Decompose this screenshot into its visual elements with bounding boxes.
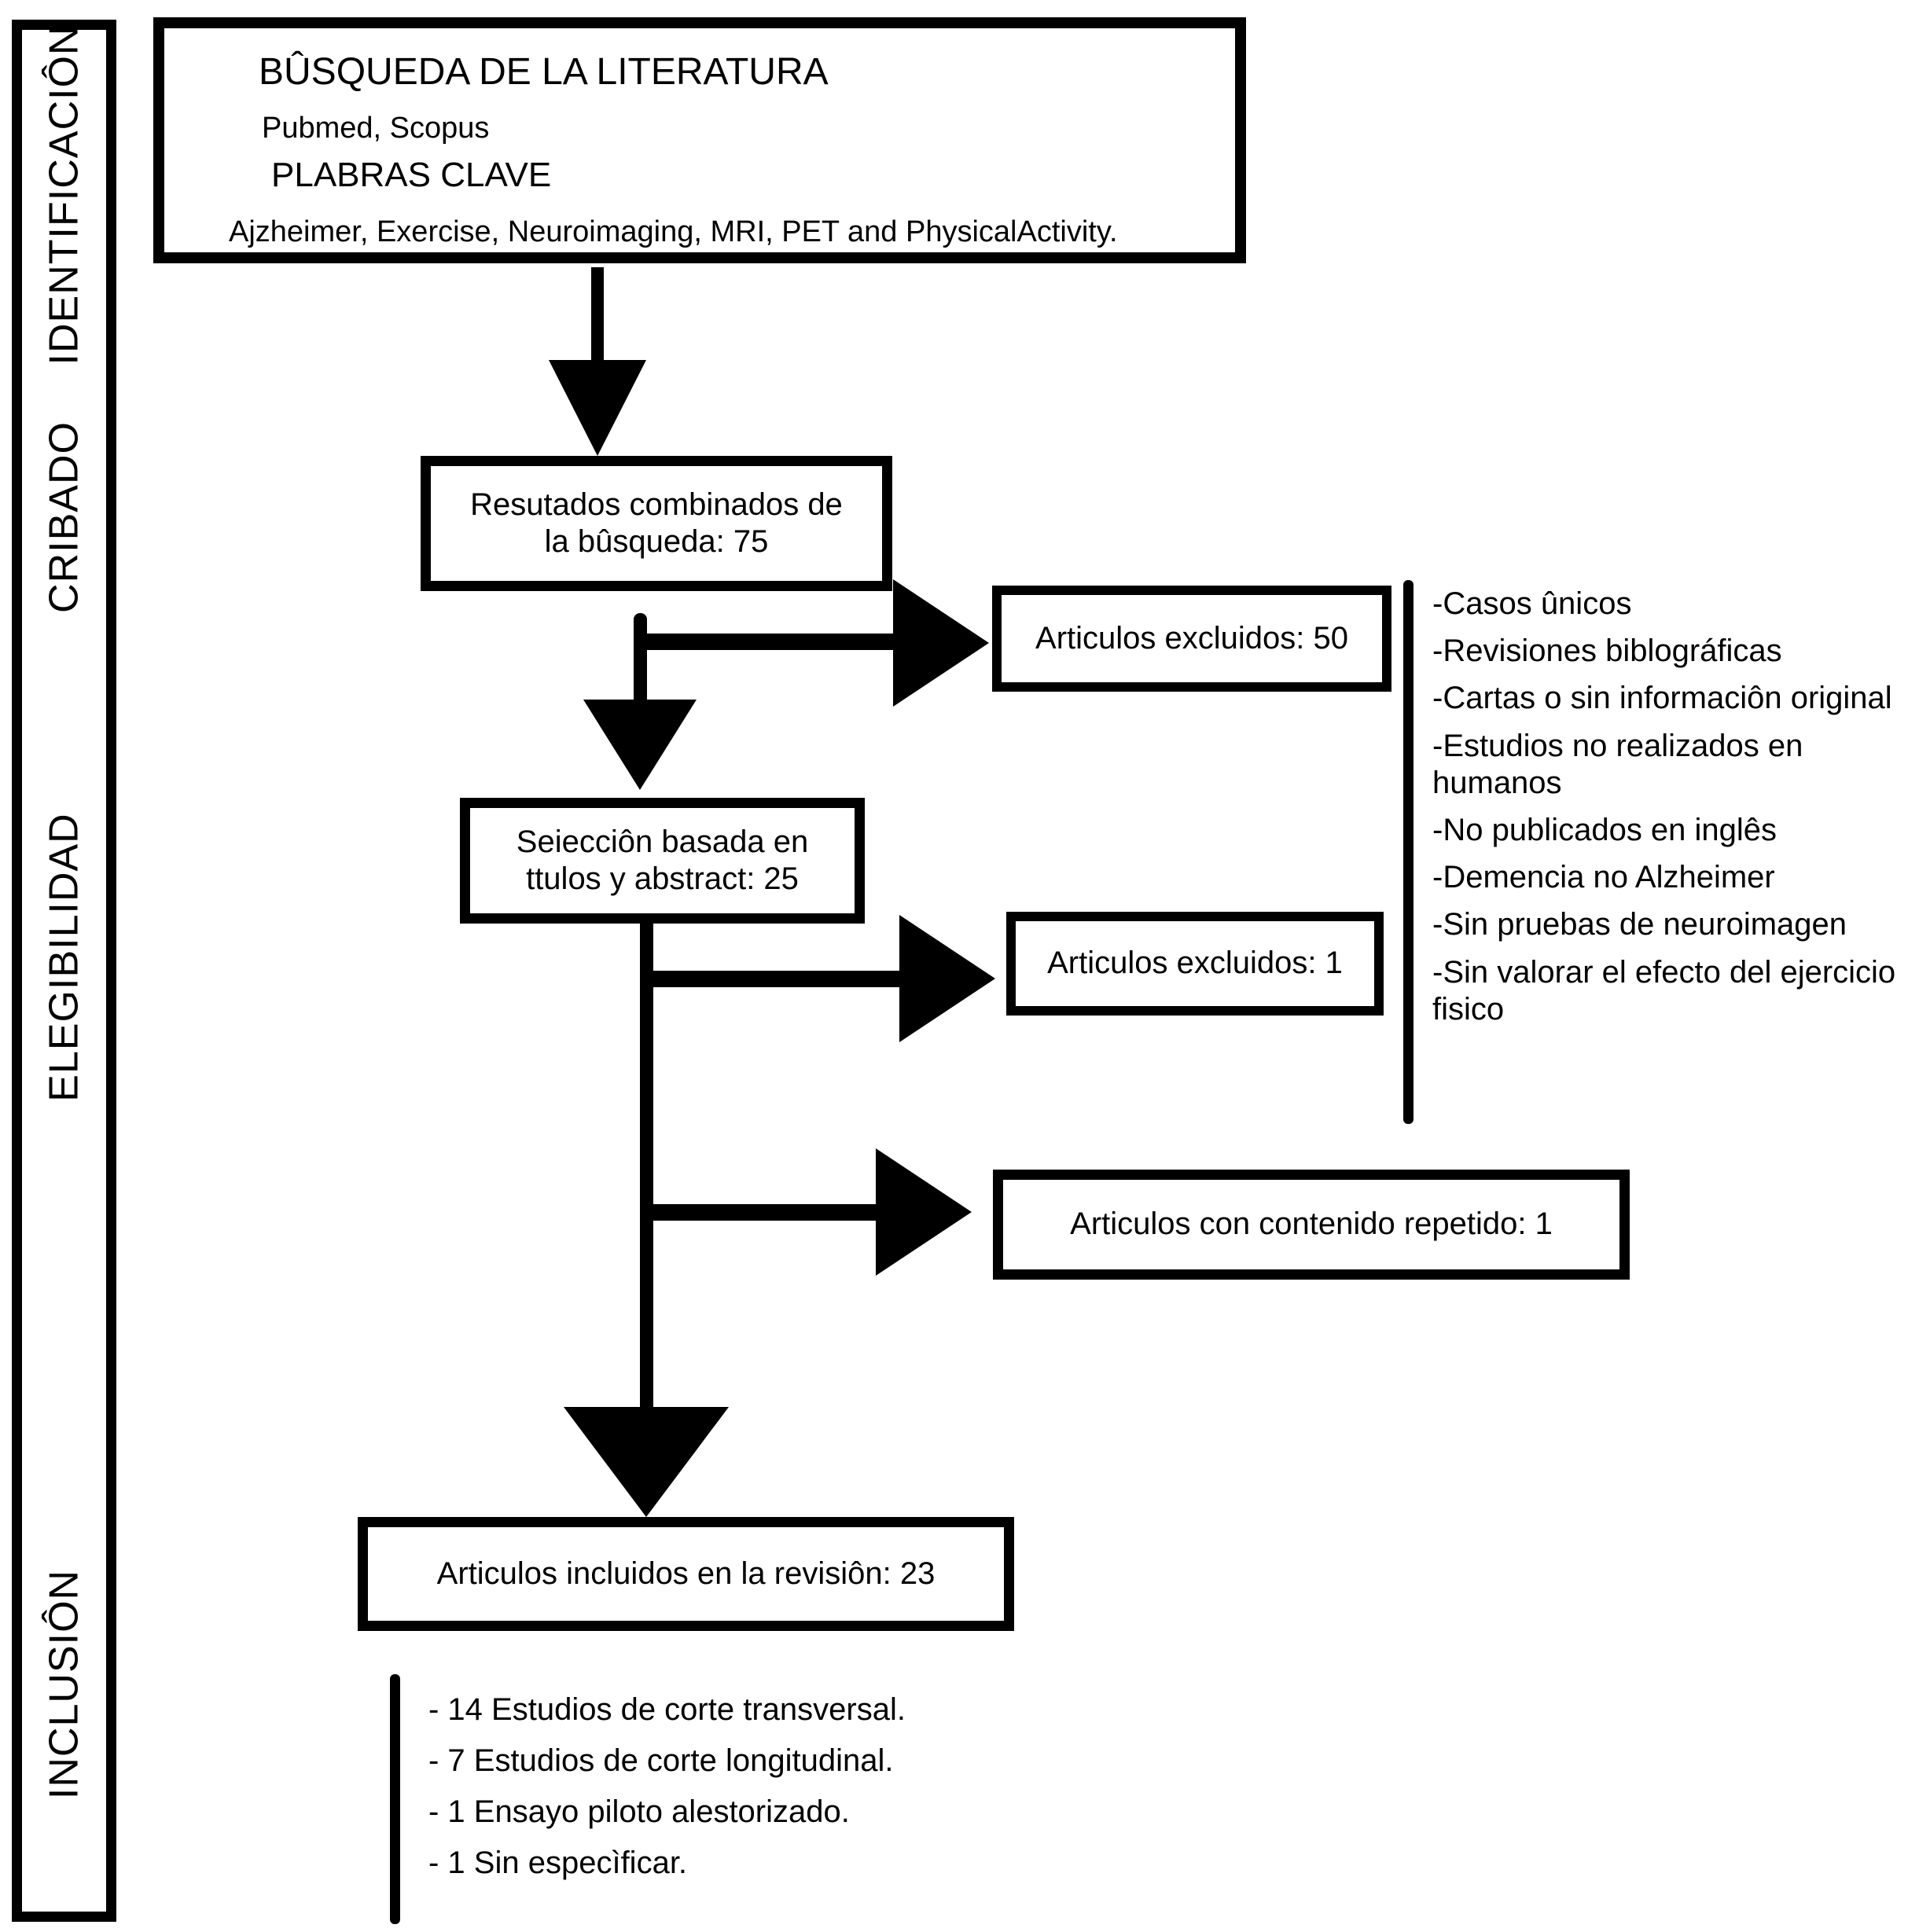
keywords-list: Ajzheimer, Exercise, Neuroimaging, MRI, … bbox=[229, 215, 1118, 249]
repeated-content-text: Articulos con contenido repetido: 1 bbox=[1070, 1207, 1553, 1242]
arrow-right-icon bbox=[899, 915, 995, 1042]
included-articles-text: Articulos incluidos en la revisiôn: 23 bbox=[436, 1556, 936, 1591]
breakdown-item: - 1 Ensayo piloto alestorizado. bbox=[428, 1794, 850, 1829]
exclusion-reason-item: -Sin valorar el efecto del ejercicio fis… bbox=[1432, 954, 1896, 1027]
arrow-right-icon bbox=[876, 1148, 972, 1276]
flow-line-combined-stem bbox=[634, 613, 647, 703]
arrow-down-icon bbox=[549, 360, 646, 456]
included-breakdown-divider bbox=[390, 1674, 400, 1924]
keywords-heading: PLABRAS CLAVE bbox=[271, 156, 552, 195]
search-databases: Pubmed, Scopus bbox=[262, 111, 490, 145]
selection-text-line2: ttulos y abstract: 25 bbox=[526, 861, 799, 896]
breakdown-item: - 1 Sin especìficar. bbox=[428, 1846, 688, 1880]
exclusion-reason-item: -Estudios no realizados en humanos bbox=[1432, 728, 1803, 800]
stage-label-identificacion: IDENTIFICACIÔN bbox=[40, 24, 86, 365]
exclusion-reason-item: -Revisiones biblográficas bbox=[1432, 634, 1782, 669]
flow-line-to-repeated bbox=[640, 1204, 876, 1221]
combined-results-text-line2: la bûsqueda: 75 bbox=[544, 524, 769, 559]
repeated-content-box: Articulos con contenido repetido: 1 bbox=[993, 1170, 1630, 1280]
excluded-articles-1-box: Articulos excluidos: 1 bbox=[1006, 912, 1384, 1016]
exclusion-reason-item: -Demencia no Alzheimer bbox=[1432, 860, 1775, 895]
arrow-down-icon bbox=[583, 700, 697, 790]
exclusion-reason-item: -Cartas o sin informaciôn original bbox=[1432, 681, 1892, 716]
arrow-down-icon bbox=[564, 1407, 729, 1517]
flow-line-to-excluded-50 bbox=[634, 634, 893, 650]
included-breakdown-list: - 14 Estudios de corte transversal. - 7 … bbox=[428, 1691, 1026, 1896]
selection-box: Seiecciôn basada en ttulos y abstract: 2… bbox=[460, 798, 865, 924]
included-articles-box: Articulos incluidos en la revisiôn: 23 bbox=[358, 1517, 1014, 1631]
flow-line-search-to-combined bbox=[591, 267, 604, 369]
stage-label-elegibilidad: ELEGIBILIDAD bbox=[40, 813, 86, 1102]
excluded-articles-1-text: Articulos excluidos: 1 bbox=[1047, 946, 1343, 981]
stage-label-inclusion: INCLUSIÔN bbox=[40, 1569, 86, 1800]
excluded-articles-50-text: Articulos excluidos: 50 bbox=[1035, 620, 1348, 656]
combined-results-box: Resutados combinados de la bûsqueda: 75 bbox=[421, 456, 892, 591]
flow-line-to-excluded-1 bbox=[640, 971, 899, 987]
excluded-articles-50-box: Articulos excluidos: 50 bbox=[992, 586, 1391, 692]
exclusion-reason-item: -No publicados en inglês bbox=[1432, 812, 1777, 847]
exclusion-reason-item: -Sin pruebas de neuroimagen bbox=[1432, 907, 1847, 942]
exclusion-reasons-divider bbox=[1403, 580, 1413, 1124]
selection-text-line1: Seiecciôn basada en bbox=[516, 824, 809, 859]
literature-search-box: BÛSQUEDA DE LA LITERATURA Pubmed, Scopus… bbox=[153, 17, 1246, 263]
exclusion-reason-item: -Casos ûnicos bbox=[1432, 586, 1632, 621]
search-title: BÛSQUEDA DE LA LITERATURA bbox=[259, 51, 829, 93]
arrow-right-icon bbox=[893, 579, 989, 707]
stage-label-cribado: CRIBADO bbox=[40, 421, 86, 613]
combined-results-text-line1: Resutados combinados de bbox=[470, 487, 843, 522]
flow-line-selection-stem bbox=[640, 924, 653, 1409]
exclusion-reasons-list: -Casos ûnicos -Revisiones biblográficas … bbox=[1432, 586, 1930, 1038]
breakdown-item: - 14 Estudios de corte transversal. bbox=[428, 1692, 906, 1727]
breakdown-item: - 7 Estudios de corte longitudinal. bbox=[428, 1743, 894, 1778]
stage-sidebar: IDENTIFICACIÔN CRIBADO ELEGIBILIDAD INCL… bbox=[12, 20, 116, 1922]
